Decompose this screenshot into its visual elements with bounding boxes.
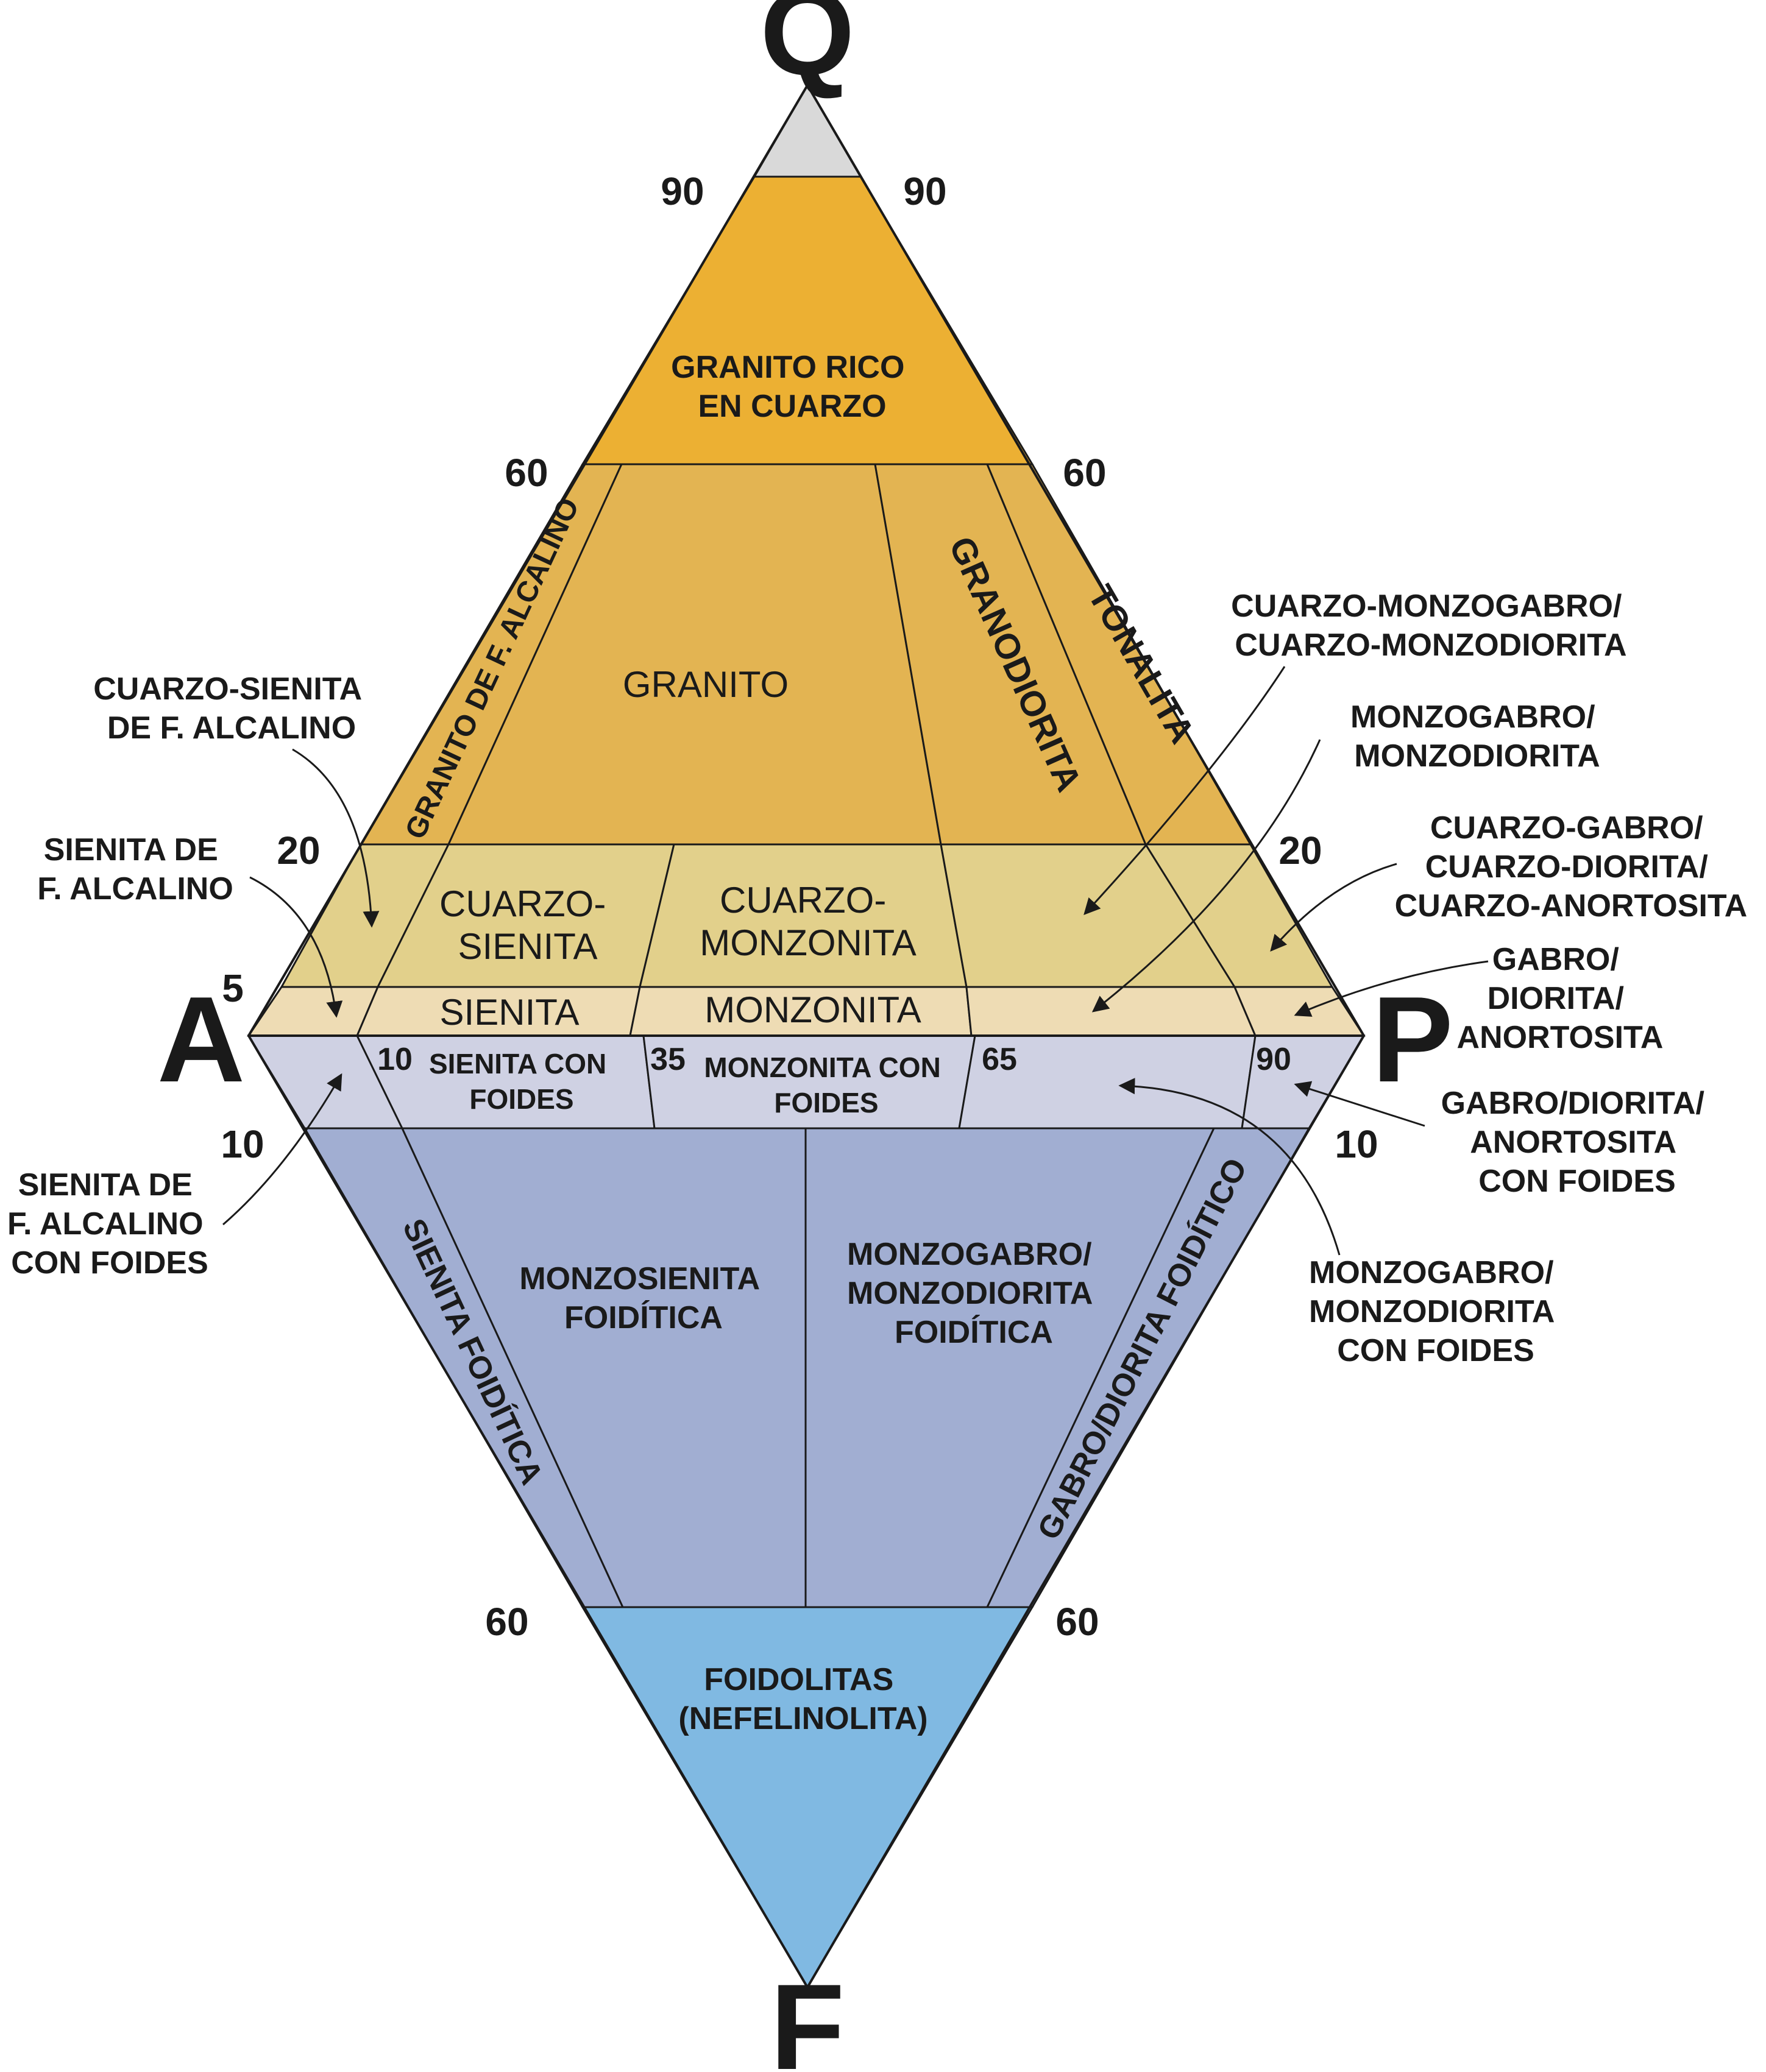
- arrow-monzogabro: [1091, 739, 1321, 1013]
- callout-cuarzo-gabro: CUARZO-GABRO/ CUARZO-DIORITA/ CUARZO-ANO…: [1395, 810, 1748, 924]
- arrow-monzogabro-foides: [1118, 1078, 1341, 1256]
- vertex-q-label: Q: [760, 0, 855, 101]
- callout-gabro: GABRO/ DIORITA/ ANORTOSITA: [1457, 942, 1664, 1055]
- tick-upper-right-90: 90: [903, 169, 946, 213]
- callout-sienita-alcalino-foides: SIENITA DE F. ALCALINO CON FOIDES: [7, 1167, 212, 1281]
- vertex-a-label: A: [157, 972, 245, 1108]
- label-cuarzo-sienita: CUARZO- SIENITA: [439, 883, 616, 967]
- vertex-f-label: F: [770, 1959, 845, 2069]
- arrow-sienita-alcalino: [249, 876, 343, 1018]
- callout-monzogabro: MONZOGABRO/ MONZODIORITA: [1350, 699, 1604, 774]
- label-monzonita-foides: MONZONITA CON FOIDES: [704, 1052, 948, 1119]
- callout-gabro-foides: GABRO/DIORITA/ ANORTOSITA CON FOIDES: [1441, 1086, 1714, 1199]
- tick-lower-right-60: 60: [1055, 1600, 1099, 1644]
- arrow-cuarzo-gabro: [1270, 863, 1397, 952]
- tick-band-90: 90: [1256, 1042, 1291, 1077]
- label-monzogabro-foiditica: MONZOGABRO/ MONZODIORITA FOIDÍTICA: [847, 1237, 1101, 1350]
- tick-band-10: 10: [377, 1042, 413, 1077]
- vertex-p-label: P: [1372, 972, 1453, 1108]
- tick-lower-left-60: 60: [485, 1600, 528, 1644]
- tick-upper-left-20: 20: [277, 829, 320, 872]
- label-granito: GRANITO: [623, 664, 789, 705]
- label-cuarzo-monzonita: CUARZO- MONZONITA: [700, 880, 917, 963]
- tick-band-35: 35: [650, 1042, 686, 1077]
- tick-upper-right-20: 20: [1278, 829, 1322, 872]
- label-monzonita: MONZONITA: [704, 989, 921, 1030]
- label-granito-rico: GRANITO RICO EN CUARZO: [671, 350, 913, 424]
- region-gabro: [1233, 986, 1366, 1037]
- region-monzogabro: [965, 986, 1257, 1037]
- arrow-cuarzo-monzogabro: [1083, 666, 1286, 915]
- arrow-sienita-alcalino-foides: [222, 1073, 342, 1226]
- label-foidolitas: FOIDOLITAS (NEFELINOLITA): [678, 1662, 927, 1736]
- callout-monzogabro-foides: MONZOGABRO/ MONZODIORITA CON FOIDES: [1309, 1255, 1562, 1368]
- tick-upper-left-90: 90: [661, 169, 704, 213]
- tick-band-65: 65: [982, 1042, 1017, 1077]
- tick-lower-left-10: 10: [221, 1122, 264, 1166]
- label-monzosienita-foiditica: MONZOSIENITA FOIDÍTICA: [519, 1261, 767, 1335]
- arrow-cuarzo-sienita-alcalino: [292, 748, 380, 928]
- label-sienita: SIENITA: [440, 992, 580, 1033]
- tick-upper-left-60: 60: [505, 451, 548, 495]
- tick-lower-right-10: 10: [1335, 1122, 1378, 1166]
- callout-sienita-alcalino: SIENITA DE F. ALCALINO: [37, 832, 233, 907]
- tick-left-5: 5: [222, 966, 244, 1010]
- callout-cuarzo-monzogabro: CUARZO-MONZOGABRO/ CUARZO-MONZODIORITA: [1231, 589, 1631, 663]
- tick-upper-right-60: 60: [1063, 451, 1106, 495]
- callout-cuarzo-sienita-alcalino: CUARZO-SIENITA DE F. ALCALINO: [93, 671, 370, 746]
- qapf-outline: [247, 83, 1366, 1990]
- label-sienita-foides: SIENITA CON FOIDES: [429, 1048, 614, 1115]
- arrow-gabro-foides: [1294, 1081, 1425, 1127]
- arrow-gabro: [1294, 960, 1489, 1017]
- region-sienita-alcalino: [247, 986, 380, 1037]
